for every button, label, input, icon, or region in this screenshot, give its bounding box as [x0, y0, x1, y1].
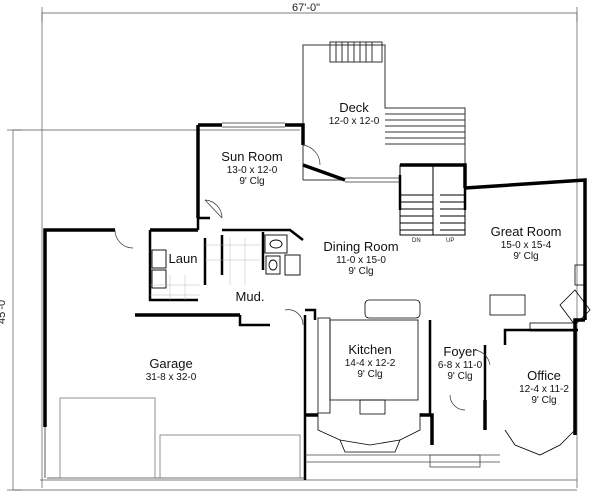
room-size: 31-8 x 32-0: [145, 371, 197, 383]
great-room-fixtures: [489, 264, 591, 456]
room-size: 13-0 x 12-0: [226, 164, 278, 176]
room-laundry: Laun: [168, 251, 198, 267]
room-name: Deck: [339, 100, 369, 115]
laundry-fixtures: [151, 234, 301, 289]
door-swings: [114, 144, 491, 411]
room-name: Dining Room: [323, 239, 399, 254]
room-ceiling: 9' Clg: [239, 176, 265, 188]
room-foyer: Foyer 6-8 x 11-0 9' Clg: [437, 344, 483, 383]
kitchen-fixtures: [317, 299, 421, 453]
dimension-lines: [7, 7, 578, 491]
room-kitchen: Kitchen 14-4 x 12-2 9' Clg: [344, 342, 396, 381]
room-deck: Deck 12-0 x 12-0: [328, 100, 380, 127]
room-name: Great Room: [490, 224, 562, 239]
stairs-down-label: DN: [412, 238, 421, 244]
room-ceiling: 9' Clg: [447, 371, 473, 383]
interior-walls: [148, 175, 578, 480]
room-size: 14-4 x 12-2: [344, 357, 396, 369]
room-name: Laun: [168, 251, 198, 266]
room-sun-room: Sun Room 13-0 x 12-0 9' Clg: [221, 149, 283, 188]
room-size: 6-8 x 11-0: [437, 359, 483, 371]
depth-dimension: 45'-0": [0, 295, 9, 325]
room-ceiling: 9' Clg: [357, 369, 383, 381]
room-name: Sun Room: [221, 149, 283, 164]
garage-doors: [59, 397, 301, 479]
room-size: 15-0 x 15-4: [500, 239, 552, 251]
front-porch: [305, 454, 500, 468]
deck: [302, 41, 466, 181]
room-garage: Garage 31-8 x 32-0: [145, 356, 197, 383]
room-name: Garage: [149, 356, 193, 371]
room-ceiling: 9' Clg: [531, 395, 557, 407]
room-name: Mud.: [235, 289, 265, 304]
room-name: Foyer: [443, 344, 477, 359]
floor-tiles: [150, 238, 260, 300]
room-dining: Dining Room 11-0 x 15-0 9' Clg: [323, 239, 399, 278]
room-great: Great Room 15-0 x 15-4 9' Clg: [490, 224, 562, 263]
room-office: Office 12-4 x 11-2 9' Clg: [519, 368, 569, 407]
room-ceiling: 9' Clg: [513, 251, 539, 263]
room-name: Kitchen: [348, 342, 392, 357]
room-size: 12-4 x 11-2: [519, 383, 569, 395]
stairs: [399, 164, 466, 236]
room-size: 11-0 x 15-0: [336, 254, 386, 266]
width-dimension: 67'-0": [292, 2, 321, 14]
room-size: 12-0 x 12-0: [328, 115, 380, 127]
stairs-up-label: UP: [446, 238, 455, 244]
room-name: Office: [527, 368, 561, 383]
room-mud: Mud.: [235, 289, 265, 305]
room-ceiling: 9' Clg: [348, 266, 374, 278]
exterior-walls: [43, 123, 587, 445]
